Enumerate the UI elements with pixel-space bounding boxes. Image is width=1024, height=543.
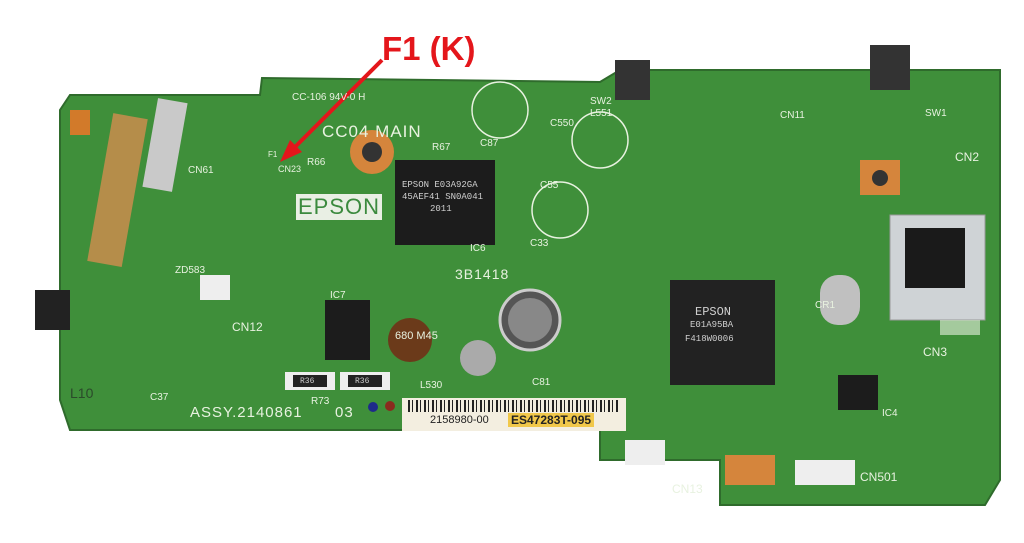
handwritten-mark: L10 bbox=[70, 385, 94, 401]
ic4-label: IC4 bbox=[882, 408, 898, 419]
r67-label: R67 bbox=[432, 142, 451, 153]
switch-sw1 bbox=[870, 45, 910, 90]
c87-label: C87 bbox=[480, 138, 499, 149]
connector-cn13 bbox=[625, 440, 665, 465]
main-chip bbox=[670, 280, 775, 385]
connector-cn12 bbox=[200, 275, 230, 300]
l551-label: L551 bbox=[590, 108, 613, 119]
ffc-connector bbox=[142, 98, 188, 192]
cn3-label: CN3 bbox=[923, 345, 948, 359]
cn2-label: CN2 bbox=[955, 150, 980, 164]
switch-sw2 bbox=[615, 60, 650, 100]
ic7-chip bbox=[325, 300, 370, 360]
c550-label: C550 bbox=[550, 118, 574, 129]
board-marking: CC-106 94V-0 H bbox=[292, 92, 366, 103]
board-name: CC04 MAIN bbox=[322, 122, 422, 141]
r66-label: R66 bbox=[307, 157, 326, 168]
revision: 03 bbox=[335, 404, 354, 421]
part-number: 2158980-00 bbox=[430, 414, 489, 426]
barcode-sticker: 2158980-00 ES47283T-095 bbox=[402, 398, 626, 431]
ic4-chip bbox=[838, 375, 878, 410]
main-chip-text: EPSON bbox=[695, 305, 732, 319]
barcode bbox=[408, 400, 620, 412]
r36-label: R36 bbox=[300, 377, 315, 386]
connector-cn501 bbox=[795, 460, 855, 485]
c81-label: C81 bbox=[532, 377, 551, 388]
sensor bbox=[35, 290, 70, 330]
serial-number: ES47283T-095 bbox=[508, 413, 595, 427]
sw1-label: SW1 bbox=[925, 108, 947, 119]
sw2-label: SW2 bbox=[590, 96, 612, 107]
cn501-label: CN501 bbox=[860, 470, 898, 484]
pcb-board bbox=[59, 69, 1001, 506]
ic6-text: 2011 bbox=[430, 204, 452, 214]
cn13-label: CN13 bbox=[672, 482, 703, 496]
assembly-number: ASSY.2140861 bbox=[190, 404, 303, 421]
cn11-label: CN11 bbox=[780, 110, 805, 121]
crystal-cr1 bbox=[820, 275, 860, 325]
ic6-label: IC6 bbox=[470, 243, 486, 254]
main-chip-text: E01A95BA bbox=[690, 320, 734, 330]
corner-pad bbox=[70, 110, 90, 135]
ffc-connector bbox=[87, 113, 148, 267]
ic6-text: 45AEF41 SN0A041 bbox=[402, 192, 484, 202]
l530-label: L530 bbox=[420, 380, 443, 391]
date-code: 3B1418 bbox=[455, 266, 510, 282]
inductor-label: 680 M45 bbox=[395, 330, 438, 342]
main-chip-text: F418W0006 bbox=[685, 334, 734, 344]
r73-label: R73 bbox=[311, 396, 330, 407]
c55-label: C55 bbox=[540, 180, 559, 191]
inductor-680 bbox=[388, 318, 432, 362]
cn61-label: CN61 bbox=[188, 165, 214, 176]
ic6-chip bbox=[395, 160, 495, 245]
cn23-label: CN23 bbox=[278, 164, 302, 174]
annotation-arrow bbox=[288, 58, 384, 154]
ic7-label: IC7 bbox=[330, 290, 346, 301]
annotation-label: F1 (K) bbox=[382, 30, 476, 67]
fuse-label: F1 bbox=[268, 150, 278, 159]
cn12-label: CN12 bbox=[232, 320, 263, 334]
annotation-arrowhead bbox=[280, 140, 302, 162]
ic6-text: EPSON E03A92GA bbox=[402, 180, 478, 190]
epson-logo: EPSON bbox=[296, 194, 382, 220]
capacitor bbox=[460, 340, 496, 376]
zd583-label: ZD583 bbox=[175, 265, 206, 276]
c37-label: C37 bbox=[150, 392, 169, 403]
cr1-label: CR1 bbox=[815, 300, 836, 311]
c33-label: C33 bbox=[530, 238, 549, 249]
r36-label: R36 bbox=[355, 377, 370, 386]
